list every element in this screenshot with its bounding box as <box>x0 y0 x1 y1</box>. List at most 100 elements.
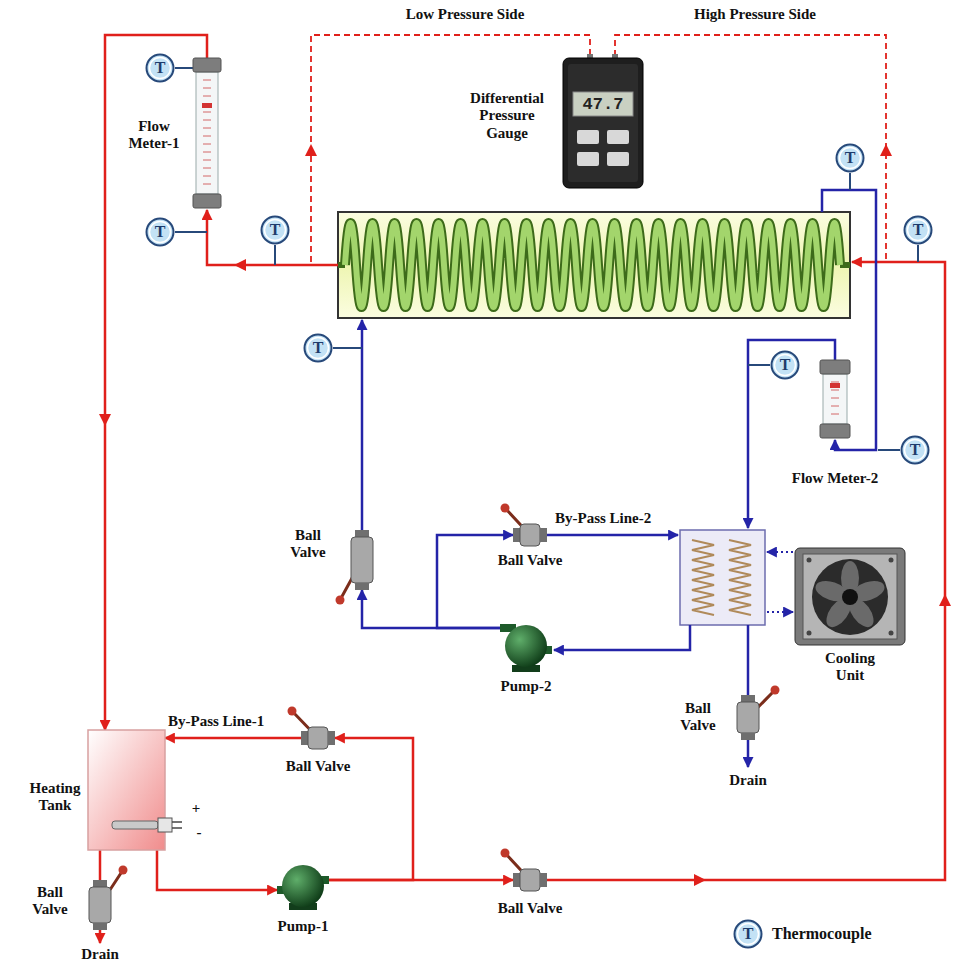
thermocouple-symbol: T <box>145 217 175 247</box>
flow-meter-part <box>203 176 211 177</box>
ball-valve-part <box>520 869 540 891</box>
ball-valve: Ball Valve <box>301 725 335 751</box>
pressure-gauge-part <box>607 152 629 166</box>
thermocouple-symbol: T <box>903 215 933 245</box>
flow-arrow-part <box>939 594 951 606</box>
flow-meter-part <box>203 128 211 129</box>
pump-symbol: Pump-2 <box>500 622 552 672</box>
ball-valve-part <box>741 695 755 702</box>
flow-meter-part <box>823 374 847 424</box>
thermocouple-symbol: T <box>835 143 865 173</box>
ball-valve-part <box>288 707 297 716</box>
annotation-label: By-Pass Line-2 <box>555 510 685 527</box>
pressure-tap-line-part <box>311 35 590 262</box>
thermocouple-tag: T <box>260 215 290 245</box>
flow-meter-part <box>203 136 211 137</box>
pipe-connector <box>105 35 207 730</box>
cold-pipe-part <box>547 534 678 537</box>
flow-meter-part <box>831 398 839 399</box>
gauge-reading: 47.7 <box>573 92 633 116</box>
cooling-fan: Cooling Unit <box>795 548 905 645</box>
cooling-fan-part <box>807 558 812 563</box>
pressure-gauge-part <box>568 64 638 182</box>
ball-valve-part <box>540 528 547 542</box>
heating-tank <box>88 730 165 850</box>
flow-meter-part <box>203 120 211 121</box>
ball-valve-part <box>540 873 547 887</box>
flow-meter-part <box>831 414 839 415</box>
cooling-fan-part <box>807 631 812 636</box>
cooling-fan-part <box>812 559 888 635</box>
thermocouple-leader-part <box>878 449 900 451</box>
flow-meter-part <box>203 168 211 169</box>
thermocouple-tag: T <box>145 217 175 247</box>
ball-valve-part <box>513 528 520 542</box>
cooling-fan-part <box>795 548 905 645</box>
ball-valve-part <box>351 537 373 583</box>
hot-pipe-part <box>547 262 945 880</box>
component-label: Pump-1 <box>263 918 343 935</box>
cooling-coil-box <box>680 530 765 625</box>
cooling-fan-part <box>842 589 858 605</box>
flow-meter: Flow Meter-1 <box>193 58 221 208</box>
cooling-coil-box-part <box>729 540 751 615</box>
thermocouple-tag: T <box>903 215 933 245</box>
ball-valve: Ball Valve <box>349 530 375 590</box>
cooling-coil-box-part <box>692 540 714 615</box>
ball-valve-part <box>119 866 128 875</box>
component-label: Ball Valve <box>273 758 363 775</box>
ball-valve-part <box>513 873 520 887</box>
flow-meter-part <box>193 58 221 72</box>
cooling-fan <box>795 548 905 645</box>
thermocouple-leader-part <box>175 67 193 69</box>
component-label: Differential Pressure Gauge <box>458 90 556 142</box>
ball-valve-part <box>355 583 369 590</box>
component-label: Ball Valve <box>20 884 80 919</box>
heating-tank-part <box>112 821 158 829</box>
pressure-gauge-part <box>577 152 599 166</box>
component-label: Flow Meter-1 <box>118 118 190 153</box>
component-label: Heating Tank <box>24 780 86 815</box>
flow-meter-part <box>820 360 850 374</box>
ball-valve-part <box>771 686 780 695</box>
thermocouple-leader-part <box>849 173 851 190</box>
heating-tank-part <box>172 827 182 829</box>
thermocouple-tag: T <box>835 143 865 173</box>
cooling-fan-part <box>889 631 894 636</box>
ball-valve-part <box>89 887 111 923</box>
pump-symbol: Pump-1 <box>277 862 329 910</box>
cooling-fan-part <box>803 554 897 639</box>
pressure-gauge-part <box>607 130 629 144</box>
ball-valve <box>513 522 547 548</box>
flow-meter: Flow Meter-2 <box>820 360 850 438</box>
flow-arrow <box>99 144 951 886</box>
pressure-tap-line-part <box>615 35 886 260</box>
heating-tank-part <box>158 818 172 832</box>
ball-valve: Ball Valve <box>735 695 761 740</box>
ball-valve-part <box>355 530 369 537</box>
annotation-label: High Pressure Side <box>660 6 850 23</box>
pressure-gauge-part <box>573 92 633 116</box>
flow-meter-part <box>202 103 212 108</box>
ball-valve <box>735 695 761 740</box>
flow-meter-part <box>203 160 211 161</box>
annotation-label: - <box>193 824 205 841</box>
component-label: Flow Meter-2 <box>770 470 900 487</box>
hot-pipe-part <box>99 930 102 943</box>
pipe-connector <box>165 737 301 740</box>
annotation-label: By-Pass Line-1 <box>168 713 293 730</box>
ball-valve-part <box>501 849 510 858</box>
legend-tag: T <box>733 919 763 949</box>
heat-exchanger-part <box>338 212 850 318</box>
thermocouple-symbol: T <box>900 435 930 465</box>
flow-meter-part <box>193 194 221 208</box>
cold-pipe-part <box>747 740 750 767</box>
ball-valve: Ball Valve <box>513 867 547 893</box>
heat-exchanger-part <box>345 223 840 307</box>
component-label: Pump-2 <box>486 678 566 695</box>
flow-arrow-part <box>234 259 246 271</box>
thermocouple-leader <box>175 68 918 450</box>
pressure-tap-line <box>311 35 886 262</box>
ball-valve-part <box>308 727 328 749</box>
